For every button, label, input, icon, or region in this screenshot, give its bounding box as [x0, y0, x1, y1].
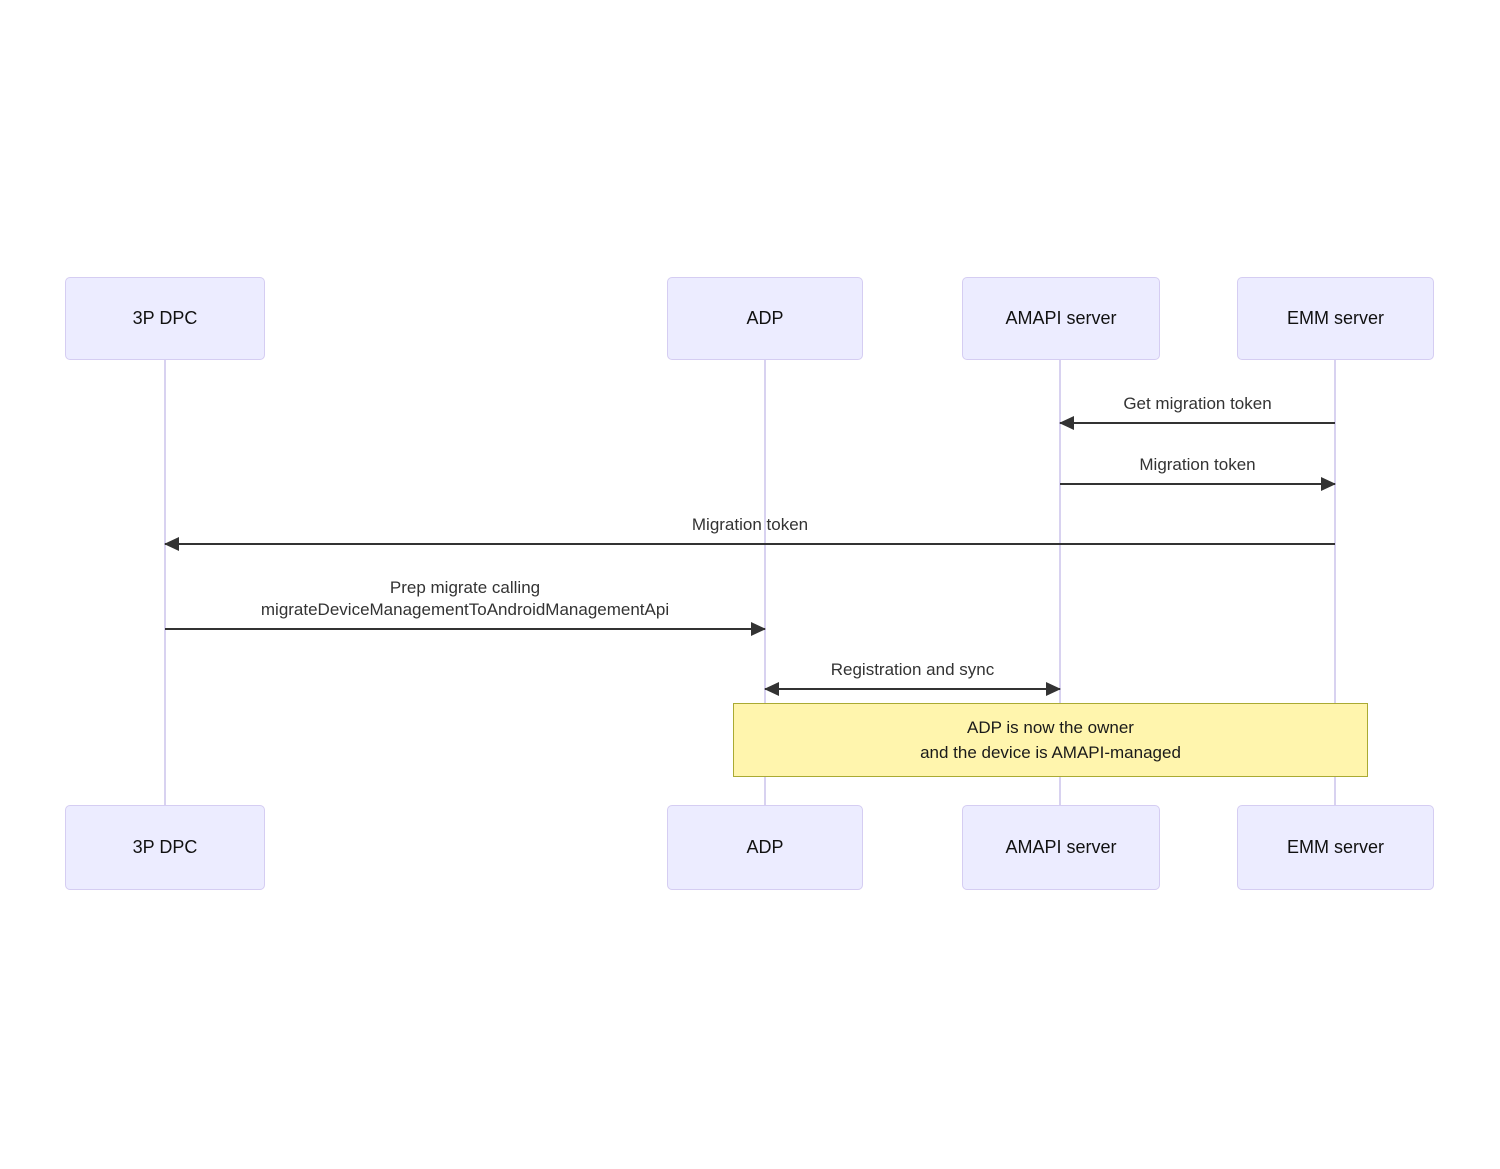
- actor-bottom-adp: ADP: [667, 805, 863, 890]
- message-label: Registration and sync: [830, 660, 995, 679]
- message-label: Migration token: [691, 515, 809, 534]
- lifeline-adp: [764, 360, 766, 806]
- message-prep-migrate: Prep migrate calling migrateDeviceManage…: [165, 577, 766, 636]
- message-arrow: [164, 537, 1335, 551]
- message-registration-and-sync: Registration and sync: [764, 659, 1061, 696]
- lifeline-amapi-server: [1059, 360, 1061, 806]
- message-arrow: [764, 682, 1061, 696]
- message-arrow: [1060, 477, 1336, 491]
- note-adp-owner: ADP is now the owner and the device is A…: [733, 703, 1368, 777]
- arrowhead-left-icon: [1059, 416, 1074, 430]
- actor-label: EMM server: [1286, 837, 1384, 857]
- message-label-line2: migrateDeviceManagementToAndroidManageme…: [260, 600, 670, 619]
- message-migration-token-to-3p-dpc: Migration token: [164, 514, 1335, 551]
- actor-bottom-amapi-server: AMAPI server: [962, 805, 1160, 890]
- arrowhead-right-icon: [751, 622, 766, 636]
- actor-top-amapi-server: AMAPI server: [962, 277, 1160, 360]
- arrowhead-left-icon: [764, 682, 779, 696]
- message-get-migration-token: Get migration token: [1059, 393, 1335, 430]
- actor-top-adp: ADP: [667, 277, 863, 360]
- arrowhead-right-icon: [1321, 477, 1336, 491]
- message-arrow: [1059, 416, 1335, 430]
- message-migration-token-to-emm: Migration token: [1060, 454, 1336, 491]
- actor-label: ADP: [746, 308, 784, 328]
- message-label: Prep migrate calling migrateDeviceManage…: [165, 577, 765, 628]
- actor-label: ADP: [746, 837, 784, 857]
- lifeline-3p-dpc: [164, 360, 166, 806]
- message-label-line1: Prep migrate calling: [389, 578, 541, 597]
- actor-label: AMAPI server: [1005, 837, 1117, 857]
- note-line1: ADP is now the owner: [967, 718, 1134, 737]
- actor-label: 3P DPC: [132, 308, 198, 328]
- arrowhead-left-icon: [164, 537, 179, 551]
- actor-label: EMM server: [1286, 308, 1384, 328]
- actor-top-emm-server: EMM server: [1237, 277, 1434, 360]
- actor-bottom-emm-server: EMM server: [1237, 805, 1434, 890]
- message-arrow: [165, 622, 766, 636]
- note-line2: and the device is AMAPI-managed: [920, 743, 1181, 762]
- arrowhead-right-icon: [1046, 682, 1061, 696]
- message-label: Migration token: [1139, 455, 1256, 474]
- actor-bottom-3p-dpc: 3P DPC: [65, 805, 265, 890]
- actor-label: 3P DPC: [132, 837, 198, 857]
- actor-top-3p-dpc: 3P DPC: [65, 277, 265, 360]
- lifeline-emm-server: [1334, 360, 1336, 806]
- actor-label: AMAPI server: [1005, 308, 1117, 328]
- message-label: Get migration token: [1123, 394, 1272, 413]
